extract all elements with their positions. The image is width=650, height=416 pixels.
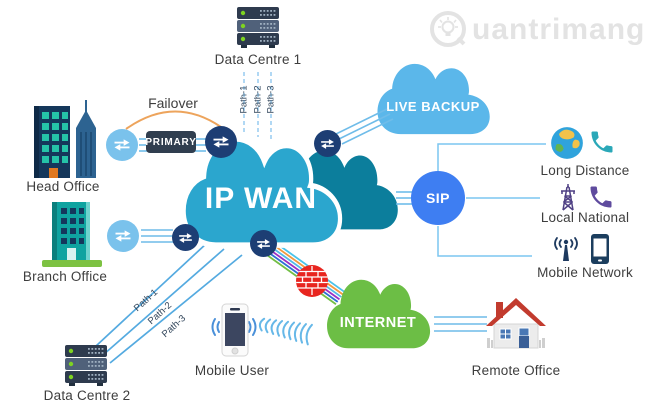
- phone-handset-icon: [590, 186, 612, 208]
- router-branch-office: [107, 220, 139, 252]
- globe-icon: [551, 127, 583, 159]
- mobile-user-label: Mobile User: [194, 363, 270, 378]
- antenna-icon: [554, 237, 578, 261]
- data-centre-2-icon: [65, 345, 107, 386]
- mobile-phone-icon: [591, 234, 609, 264]
- mobile-network-label: Mobile Network: [537, 265, 633, 280]
- internet-label: INTERNET: [339, 315, 417, 331]
- head-office-icon: [34, 100, 96, 178]
- sip-branch-lines: [437, 143, 546, 257]
- swap-arrows-icon: [179, 232, 192, 243]
- swap-arrows-icon: [257, 238, 270, 249]
- path-1-label-top: Path-1: [238, 85, 250, 114]
- router-wan-southwest: [172, 224, 199, 251]
- data-centre-1-label: Data Centre 1: [214, 52, 302, 67]
- firewall-icon: [296, 265, 328, 297]
- swap-arrows-icon: [114, 139, 130, 151]
- transmission-tower-icon: [561, 184, 575, 211]
- phone-handset-icon: [591, 131, 613, 153]
- wireless-signal: [258, 317, 313, 346]
- ip-wan-label: IP WAN: [204, 182, 318, 215]
- path-2-label-top: Path-2: [252, 85, 264, 114]
- swap-arrows-icon: [115, 230, 131, 242]
- primary-link-box: PRIMARY: [145, 131, 196, 153]
- router-wan-north: [314, 130, 341, 157]
- local-national-label: Local National: [540, 210, 630, 225]
- branch-office-icon: [42, 202, 102, 267]
- path-3-label-top: Path-3: [265, 85, 277, 114]
- watermark: uantrimang: [426, 8, 645, 52]
- router-head-office: [106, 129, 138, 161]
- remote-office-icon: [486, 298, 546, 349]
- live-backup-label: LIVE BACKUP: [386, 99, 480, 114]
- head-office-label: Head Office: [26, 179, 100, 194]
- dc1-path-lines: [243, 72, 272, 141]
- branch-office-label: Branch Office: [22, 269, 108, 284]
- watermark-text: uantrimang: [472, 13, 646, 46]
- long-distance-label: Long Distance: [540, 163, 630, 178]
- mobile-user-icon: [211, 303, 257, 357]
- failover-label: Failover: [148, 95, 198, 111]
- router-wan-west: [205, 126, 237, 158]
- router-wan-south: [250, 230, 277, 257]
- sip-node: SIP: [411, 171, 465, 225]
- remote-office-label: Remote Office: [471, 363, 561, 378]
- dc2-path-lines: [95, 242, 243, 364]
- data-centre-1-icon: [237, 7, 279, 48]
- swap-arrows-icon: [321, 138, 334, 149]
- data-centre-2-label: Data Centre 2: [43, 388, 131, 403]
- swap-arrows-icon: [213, 136, 229, 148]
- failover-arc: [125, 110, 222, 130]
- watermark-logo: [430, 11, 466, 47]
